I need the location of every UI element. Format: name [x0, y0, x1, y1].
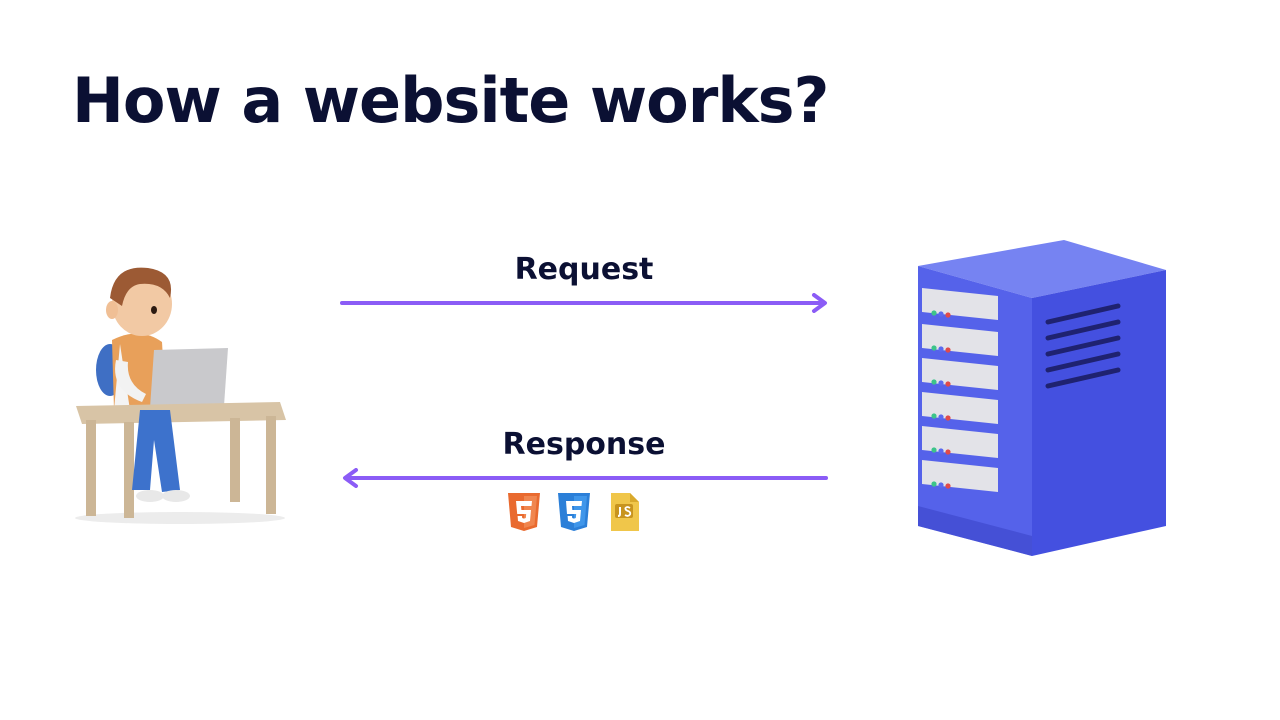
html5-icon	[508, 493, 540, 531]
user-at-laptop-illustration	[75, 267, 286, 524]
web-server-illustration	[918, 240, 1166, 556]
page-title: How a website works?	[72, 64, 829, 137]
css3-icon	[558, 493, 590, 531]
response-arrow	[343, 468, 828, 488]
response-file-icons	[506, 492, 642, 532]
request-label: Request	[514, 252, 654, 287]
response-label: Response	[502, 427, 666, 462]
javascript-file-icon	[611, 493, 639, 531]
request-arrow	[340, 293, 827, 313]
